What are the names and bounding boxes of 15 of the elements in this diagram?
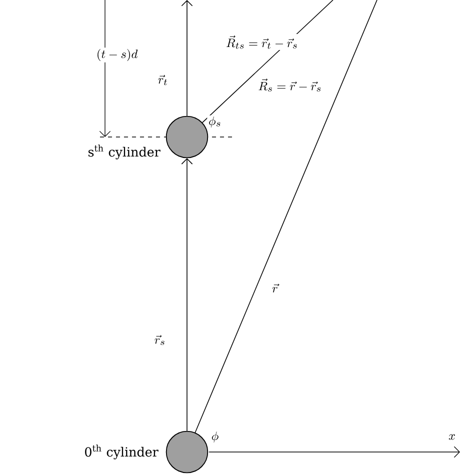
math-label: $(t - s)d$ [95,48,139,62]
math-label: $\phi_s$ [207,115,223,129]
edge-label: $\vec{r}_t$ [158,74,167,86]
math-label: $x$ [447,433,457,441]
math-label: $\vec{R}_{ts} = \vec{r}_t - \vec{r}_s$ [224,34,300,50]
cylinder-label: s$^{th}$ cylinder [88,144,160,160]
cylinder [166,430,208,474]
cylinder-label: 0$^{th}$ cylinder [85,444,158,460]
vector-arrow [181,0,193,116]
cylinder [166,116,208,158]
edge-label: $\vec{R}_s = \vec{r} - \vec{r}_s$ [258,78,321,92]
vector-arrow [181,158,193,432]
edge-label: $\vec{r}$ [272,284,280,292]
math-label: $\phi$ [210,430,220,444]
edge-label: $\vec{r}_s$ [154,335,164,346]
